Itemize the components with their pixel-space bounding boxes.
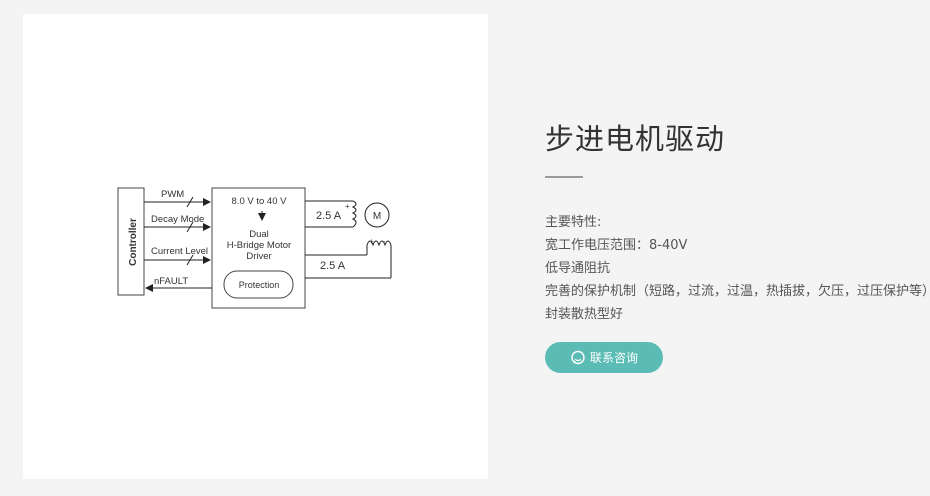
nfault-label: nFAULT [154,276,188,287]
protection-label: Protection [239,280,280,290]
feature-item: 宽工作电压范围：8-40V [545,238,688,253]
feature-list: 主要特性: 宽工作电压范围：8-40V 低导通阻抗 完善的保护机制（短路，过流，… [545,211,930,326]
block-diagram: Controller 8.0 V to 40 V Dual H-Bridge M… [117,187,392,309]
motor-label: M [373,211,381,222]
driver-label-3: Driver [246,251,271,262]
controller-box [117,187,145,296]
feature-heading: 主要特性: [545,215,602,230]
contact-button-label: 联系咨询 [589,351,638,365]
driver-label-1: Dual [249,229,269,240]
contact-button[interactable]: 联系咨询 [545,342,663,373]
chat-bubble-icon [570,350,586,366]
current-bottom-label: 2.5 A [320,260,346,272]
decay-mode-label: Decay Mode [151,214,204,225]
product-title: 步进电机驱动 [545,122,726,156]
motor-circle [364,202,390,228]
title-divider [545,176,583,178]
svg-text:+: + [345,202,350,211]
driver-label-2: H-Bridge Motor [227,240,291,251]
svg-text:-: - [383,237,386,246]
product-image-panel: Controller 8.0 V to 40 V Dual H-Bridge M… [23,14,488,479]
feature-item: 封装散热型好 [545,307,624,322]
voltage-label: 8.0 V to 40 V [232,196,288,207]
feature-item: 完善的保护机制（短路，过流，过温，热插拔，欠压，过压保护等） [545,284,930,299]
svg-text:+: + [369,237,374,246]
current-level-label: Current Level [151,246,208,257]
pwm-label: PWM [161,189,184,200]
feature-item: 低导通阻抗 [545,261,611,276]
protection-pill [223,270,294,299]
driver-box [211,187,306,309]
controller-label: Controller [128,218,139,266]
current-top-label: 2.5 A [316,210,342,222]
